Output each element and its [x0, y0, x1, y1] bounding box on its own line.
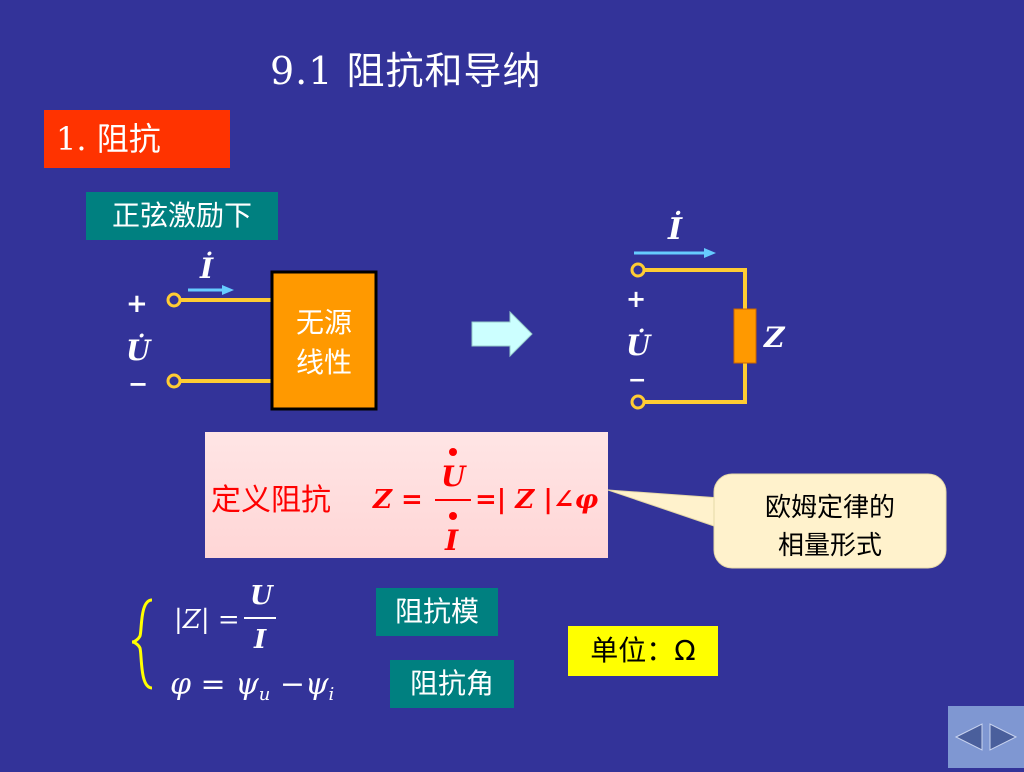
numerator: U [441, 460, 467, 493]
left-brace-icon [131, 598, 153, 690]
impedance-label: Z [763, 321, 786, 354]
loop-wire [644, 268, 747, 404]
impedance-element [733, 308, 757, 364]
definition-label: 定义阻抗 [211, 483, 331, 518]
minus-sign: − [628, 368, 646, 393]
angle-minus: −ψ [270, 667, 329, 702]
passive-linear-box [270, 270, 378, 411]
impedance-equations: |Z| = U I φ = ψu −ψi [131, 581, 334, 705]
magnitude-lhs: |Z| = [174, 605, 240, 635]
plus-sign: + [126, 289, 148, 319]
definition-rhs: =| Z |∠φ [475, 485, 599, 515]
condition-label: 正弦激励下 [86, 192, 278, 240]
top-terminal [630, 262, 646, 278]
bottom-terminal [630, 394, 646, 410]
equivalence-arrow-icon [471, 310, 533, 358]
current-arrow-head [704, 248, 716, 258]
current-label: İ [667, 210, 683, 247]
box-line-2: 线性 [296, 346, 352, 379]
current-arrow-head [222, 285, 234, 295]
left-circuit: İ + U̇ − 无源 线性 [126, 251, 378, 411]
section-heading: 1. 阻抗 [44, 110, 230, 168]
numerator-dot [449, 448, 457, 456]
top-terminal [166, 292, 182, 308]
definition-formula-box [205, 432, 608, 558]
next-slide-icon[interactable] [989, 723, 1018, 751]
plus-sign: + [626, 285, 646, 313]
denominator-dot [449, 512, 457, 520]
slide-title: 9.1 阻抗和导纳 [270, 49, 542, 93]
impedance-magnitude-label: 阻抗模 [376, 588, 498, 636]
denominator: I [444, 524, 459, 557]
previous-slide-icon[interactable] [954, 723, 983, 751]
angle-main: φ = ψ [170, 667, 259, 702]
definition-formula: 定义阻抗 Z = U I =| Z |∠φ [211, 448, 599, 557]
callout-bubble: 欧姆定律的 相量形式 [607, 473, 947, 569]
magnitude-numerator: U [250, 581, 274, 611]
current-label: İ [199, 251, 214, 285]
callout-body [713, 473, 947, 569]
callout-line-2: 相量形式 [778, 531, 882, 561]
box-line-1: 无源 [296, 306, 352, 339]
bottom-terminal [166, 373, 182, 389]
impedance-angle-label: 阻抗角 [390, 660, 514, 708]
minus-sign: − [128, 370, 148, 398]
definition-lhs: Z = [372, 485, 423, 515]
nav-arrows [948, 706, 1024, 768]
voltage-label: U̇ [626, 329, 652, 362]
callout-pointer [607, 489, 721, 529]
voltage-label: U̇ [126, 334, 152, 367]
angle-sub-i: i [329, 684, 335, 705]
angle-sub-u: u [259, 684, 271, 705]
magnitude-denominator: I [253, 625, 267, 655]
right-circuit: İ Z + U̇ − [626, 210, 786, 410]
slide-navigation [948, 706, 1024, 768]
angle-equation: φ = ψu −ψi [170, 667, 334, 705]
unit-label: 单位：Ω [568, 626, 718, 676]
callout-line-1: 欧姆定律的 [765, 493, 895, 523]
